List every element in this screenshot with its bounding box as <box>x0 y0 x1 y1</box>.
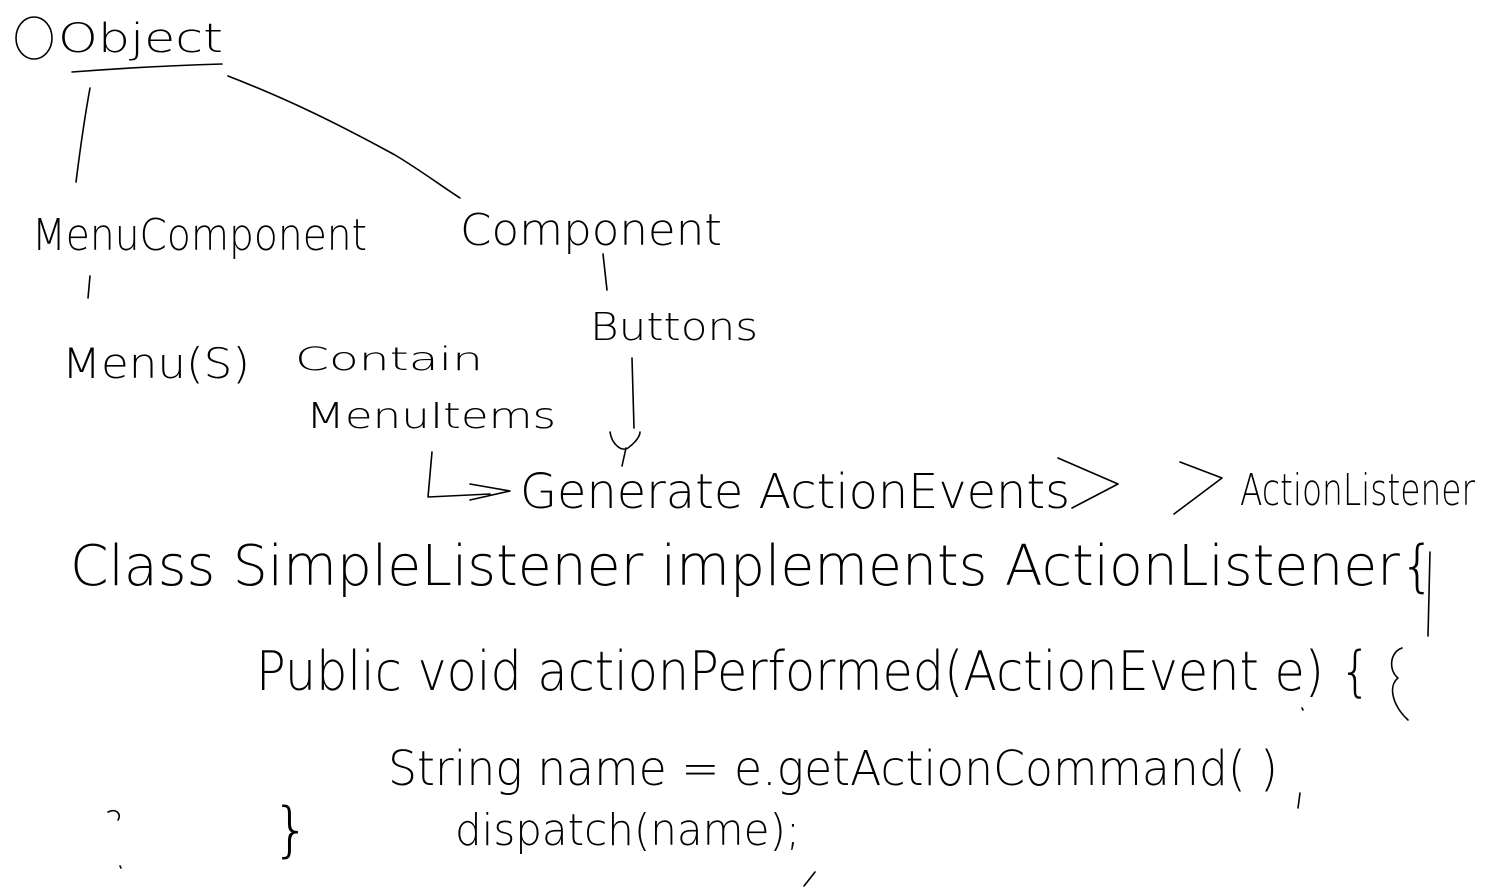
stray-dot-left <box>119 865 122 869</box>
stray-dot-right <box>1301 707 1304 711</box>
closing-brace: } <box>272 795 310 865</box>
events-arrow-head <box>1057 457 1119 509</box>
menuitems-generate-arrow <box>427 451 511 501</box>
component-label: Component <box>460 205 722 256</box>
code-line-method: Public void actionPerformed(ActionEvent … <box>256 640 1371 703</box>
menucomponent-label: MenuComponent <box>32 210 367 261</box>
class-brace-stroke <box>1427 551 1431 637</box>
code-line-dispatch: dispatch(name); <box>455 805 800 856</box>
edge-object-component <box>227 75 461 199</box>
object-o-circle <box>15 16 53 60</box>
actionlistener-label: ActionListener <box>1240 465 1476 516</box>
generate-actionevents-label: Generate ActionEvents <box>520 464 1070 520</box>
menuitems-label: MenuItems <box>306 396 556 437</box>
buttons-arrowhead <box>609 431 641 467</box>
edge-menucomponent-menu <box>87 275 91 299</box>
code-line-string: String name = e.getActionCommand( ) <box>388 741 1278 797</box>
string-line-comma <box>1297 792 1301 809</box>
buttons-label: Buttons <box>590 305 758 349</box>
object-label: Object <box>58 16 223 62</box>
edge-component-buttons <box>602 253 608 291</box>
object-node: Object <box>15 16 223 73</box>
edge-object-menucomponent <box>75 87 91 183</box>
edge-buttons-down <box>631 357 635 429</box>
menus-label: Menu(S) <box>62 339 250 388</box>
listener-arrow-head <box>1173 461 1223 515</box>
contain-label: Contain <box>295 340 483 378</box>
method-open-brace <box>1390 647 1409 721</box>
stray-mark-left <box>107 809 121 821</box>
dispatch-tail <box>803 871 816 887</box>
object-underline <box>71 63 223 73</box>
code-line-class: Class SimpleListener implements ActionLi… <box>70 534 1435 599</box>
